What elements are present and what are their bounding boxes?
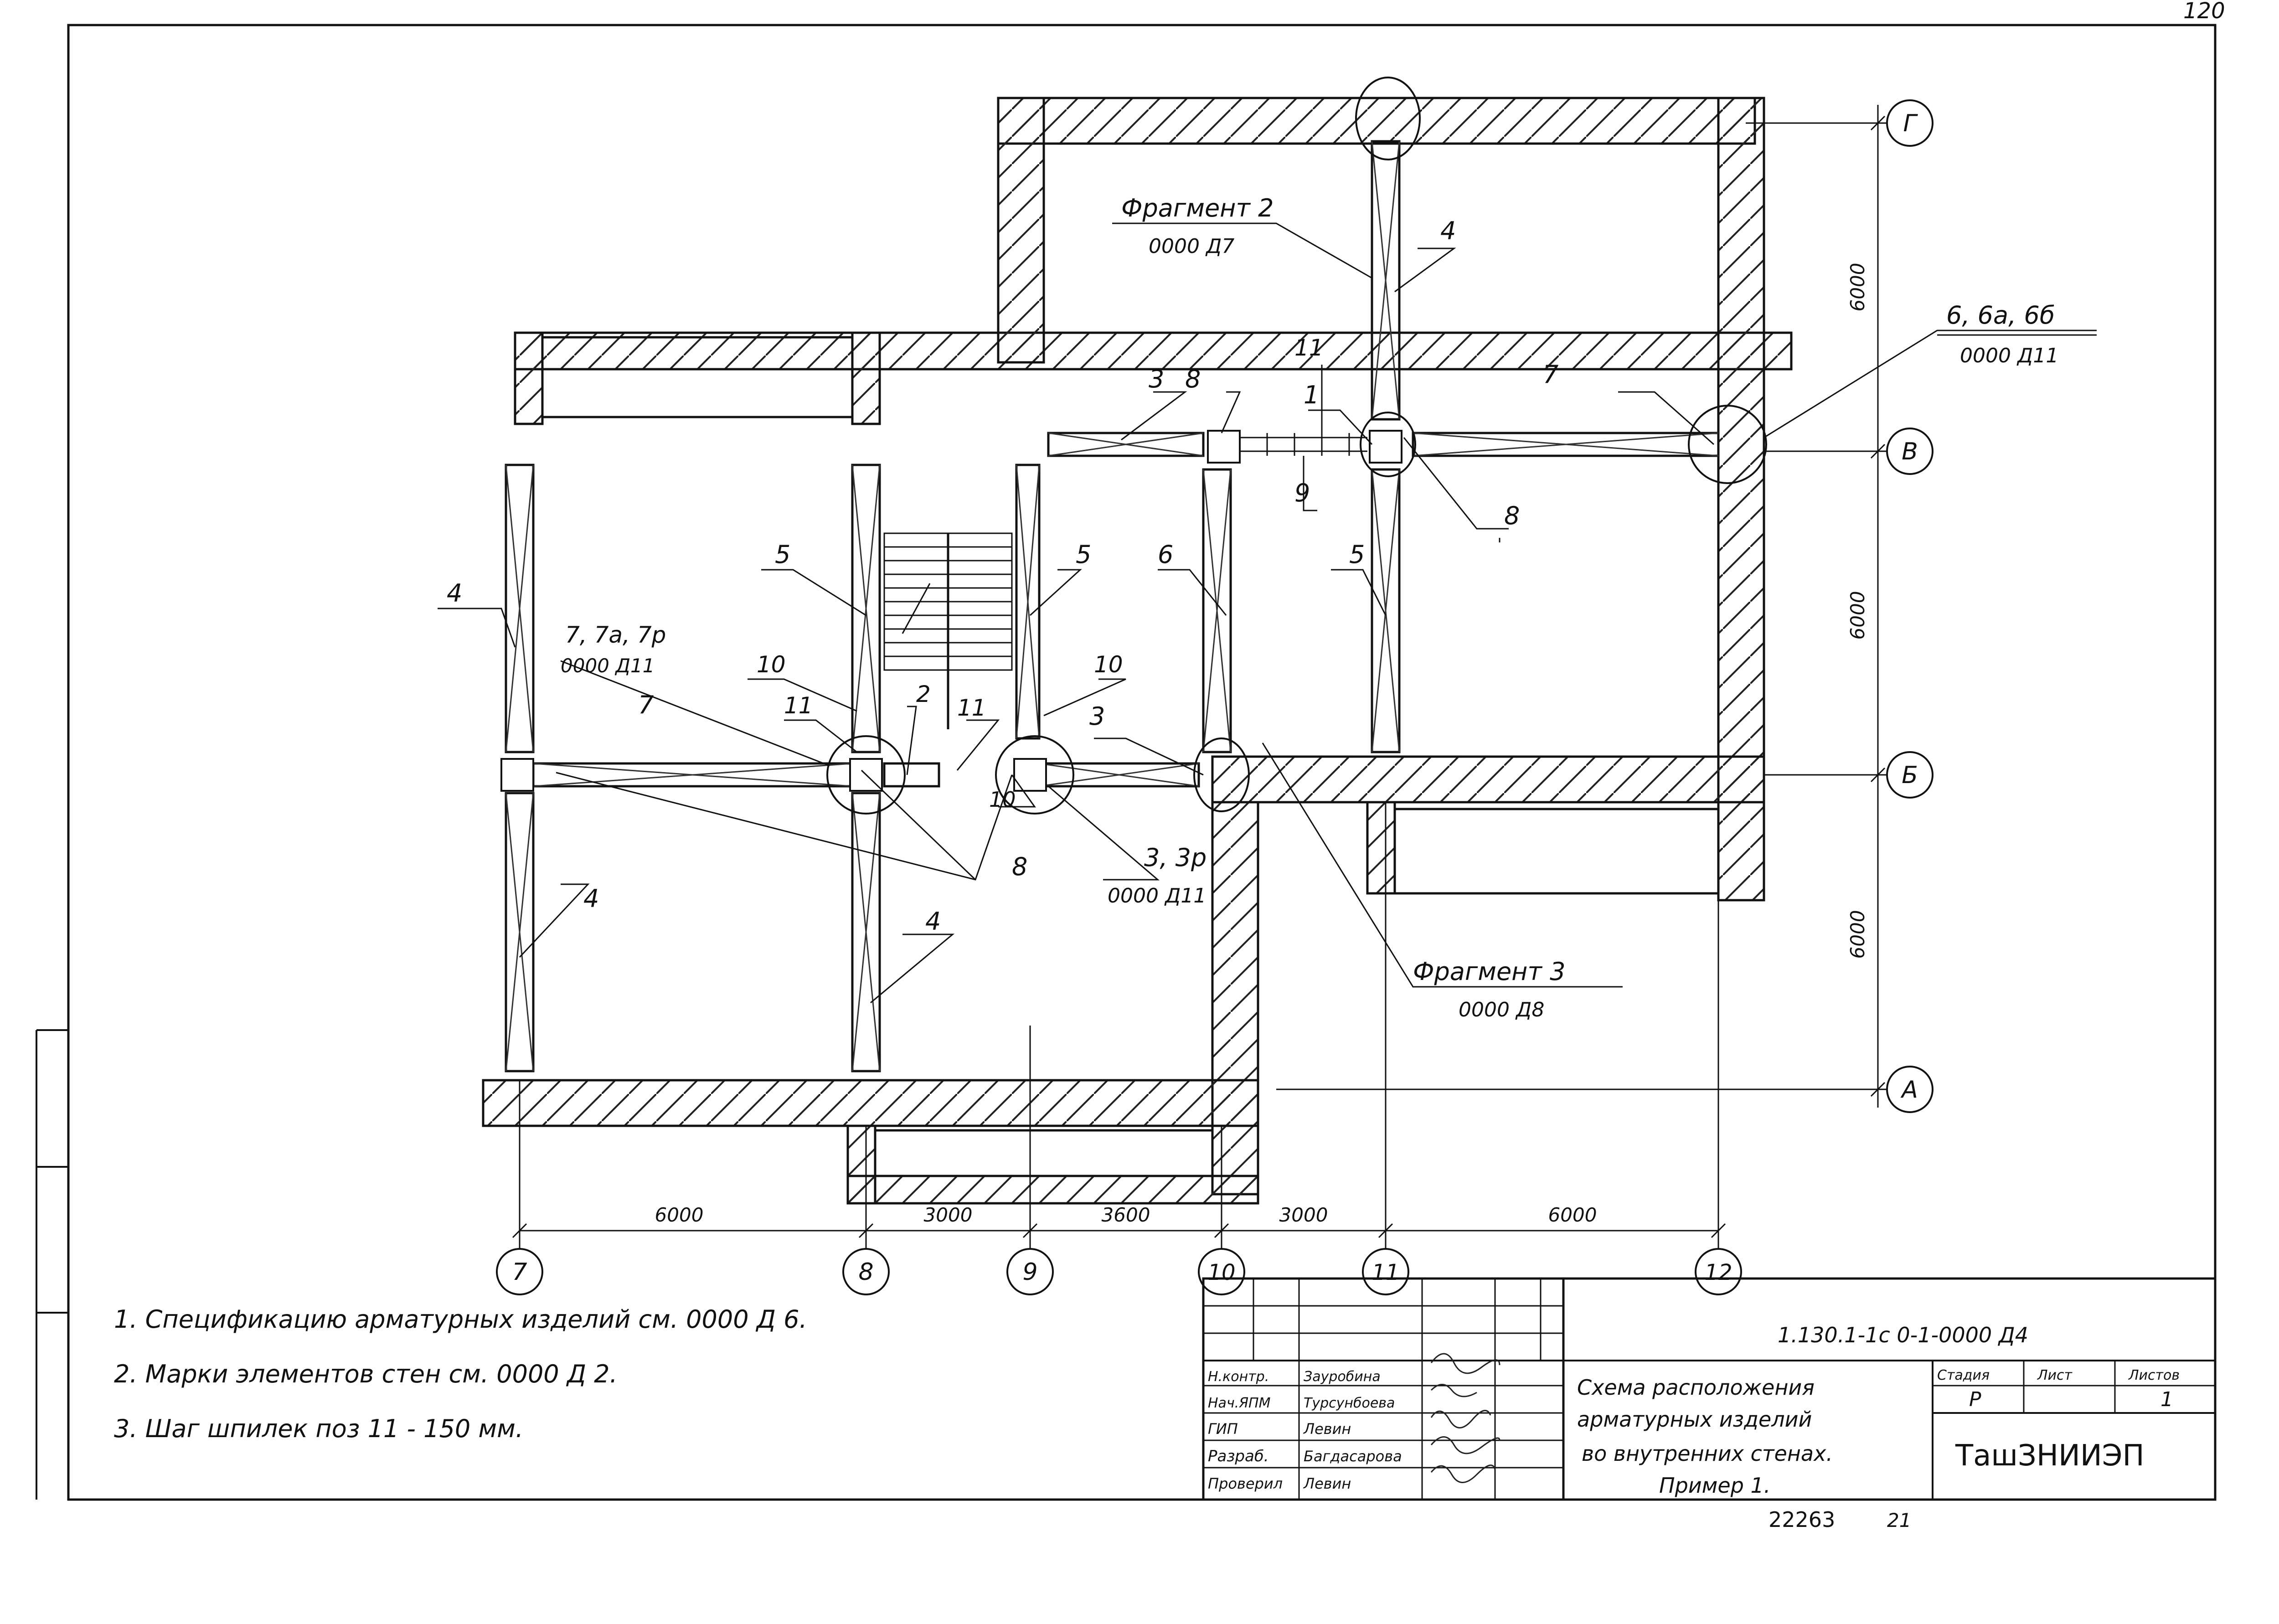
name-3: Багдасарова: [1304, 1448, 1402, 1465]
axis-col-9: 9: [1022, 1258, 1037, 1286]
mark-5-mid: 5: [1076, 540, 1091, 569]
axis-row-B: Б: [1902, 762, 1918, 789]
fragment3-title: Фрагмент 3: [1413, 957, 1565, 986]
sheet-number: 120: [2183, 0, 2225, 24]
stage-value: Р: [1969, 1388, 1981, 1411]
detail-circles: [826, 77, 1767, 815]
dim-right-3: 6000: [1846, 910, 1869, 959]
sheet-label: Лист: [2037, 1367, 2073, 1383]
dim-bottom-2: 3000: [924, 1204, 973, 1226]
axis-col-12: 12: [1704, 1260, 1732, 1285]
mark-4-axis7-bottom: 4: [583, 884, 599, 913]
axis-col-8: 8: [858, 1258, 873, 1286]
note-3: 3. Шаг шпилек поз 11 - 150 мм.: [114, 1414, 524, 1443]
role-2: ГИП: [1208, 1420, 1238, 1438]
callout-6-ref: 0000 Д11: [1960, 344, 2058, 367]
exterior-walls: [482, 97, 1793, 1205]
fragment2-title: Фрагмент 2: [1121, 194, 1274, 222]
window-openings: [541, 336, 1720, 1177]
staircase: [883, 433, 1367, 729]
mark-8-top: 8: [1185, 365, 1201, 393]
axis-row-V: В: [1902, 438, 1918, 465]
mark-5-left: 5: [775, 540, 790, 569]
mark-5-right: 5: [1349, 540, 1365, 569]
fragment2-ref: 0000 Д7: [1149, 235, 1234, 258]
sheets-label: Листов: [2128, 1367, 2180, 1383]
callout-7-ref: 0000 Д11: [561, 655, 655, 677]
mark-6-mid: 6: [1158, 540, 1173, 569]
mark-2-mid: 2: [916, 681, 931, 707]
general-notes: 1. Спецификацию арматурных изделий см. 0…: [114, 1301, 1162, 1465]
axis-row-G: Г: [1903, 110, 1918, 137]
mark-8-bottom: 8: [1012, 852, 1027, 881]
mark-11-left: 11: [784, 692, 813, 719]
axis-col-11: 11: [1372, 1260, 1399, 1285]
mark-8-axisV: 8: [1504, 501, 1520, 530]
role-4: Проверил: [1208, 1475, 1283, 1492]
mark-10-left: 10: [757, 651, 786, 678]
mark-9-top: 9: [1294, 479, 1310, 507]
desc-0: Схема расположения: [1577, 1375, 1815, 1400]
mark-4-axis8-bottom: 4: [925, 907, 941, 936]
dim-bottom-3: 3600: [1102, 1204, 1150, 1226]
axis-col-7: 7: [512, 1258, 527, 1286]
desc-2: во внутренних стенах.: [1582, 1441, 1833, 1466]
role-1: Нач.ЯПМ: [1208, 1395, 1271, 1411]
panel-diagonals: [505, 141, 1719, 1072]
desc-1: арматурных изделий: [1577, 1407, 1812, 1432]
sheet-frame: [67, 24, 2217, 1501]
name-0: Зауробина: [1304, 1369, 1381, 1385]
signatures: [1430, 1353, 1500, 1483]
dim-bottom-4: 3000: [1279, 1204, 1328, 1226]
mark-3-top: 3: [1149, 365, 1164, 393]
junction-nodes: [500, 430, 1402, 792]
callout-7-title: 7, 7а, 7р: [565, 622, 666, 648]
mark-10-right: 10: [1094, 651, 1123, 678]
mark-7-axisB: 7: [638, 691, 654, 719]
role-0: Н.контр.: [1208, 1369, 1269, 1385]
axis-row-A: А: [1900, 1076, 1918, 1103]
axis-col-10: 10: [1207, 1260, 1235, 1285]
title-code: 1.130.1-1с 0-1-0000 Д4: [1778, 1323, 2028, 1347]
stage-label: Стадия: [1937, 1367, 1990, 1383]
fragment3-ref: 0000 Д8: [1459, 998, 1544, 1021]
note-1: 1. Спецификацию арматурных изделий см. 0…: [114, 1305, 807, 1334]
dimension-lines: [512, 105, 1886, 1238]
callout-3-title: 3, 3р: [1144, 843, 1207, 872]
desc-3: Пример 1.: [1659, 1473, 1770, 1498]
dim-bottom-5: 6000: [1548, 1204, 1597, 1226]
footer-suffix: 21: [1887, 1509, 1911, 1531]
mark-4-axis7-top: 4: [447, 579, 462, 608]
axis-bubbles-rows: [1886, 99, 1934, 1113]
callout-3-ref: 0000 Д11: [1108, 884, 1206, 907]
mark-11-mid: 11: [957, 695, 986, 721]
dim-right-2: 6000: [1846, 591, 1869, 640]
leader-lines: [438, 222, 2097, 1004]
title-block: [1202, 1277, 2217, 1501]
role-3: Разраб.: [1208, 1447, 1269, 1465]
mark-3-axisB: 3: [1089, 702, 1105, 731]
interior-walls: [505, 140, 1720, 1072]
footer-number: 22263: [1769, 1507, 1835, 1532]
mark-1-top: 1: [1304, 381, 1319, 409]
name-4: Левин: [1303, 1475, 1351, 1492]
dim-right-1: 6000: [1846, 263, 1869, 312]
organization: ТашЗНИИЭП: [1955, 1439, 2145, 1473]
mark-4-axis11: 4: [1440, 217, 1456, 245]
axis-bubbles-columns: [496, 1248, 1742, 1295]
callout-6-title: 6, 6а, 6б: [1946, 301, 2055, 330]
dim-bottom-1: 6000: [655, 1204, 704, 1226]
name-2: Левин: [1303, 1420, 1351, 1438]
mark-11-top: 11: [1294, 335, 1324, 361]
axis-lines: [519, 122, 1887, 1249]
mark-7-axisV: 7: [1543, 360, 1558, 389]
name-1: Турсунбоева: [1304, 1395, 1395, 1411]
sheets-value: 1: [2160, 1388, 2173, 1411]
note-2: 2. Марки элементов стен см. 0000 Д 2.: [114, 1360, 618, 1388]
mark-10-bottom: 10: [989, 787, 1016, 812]
